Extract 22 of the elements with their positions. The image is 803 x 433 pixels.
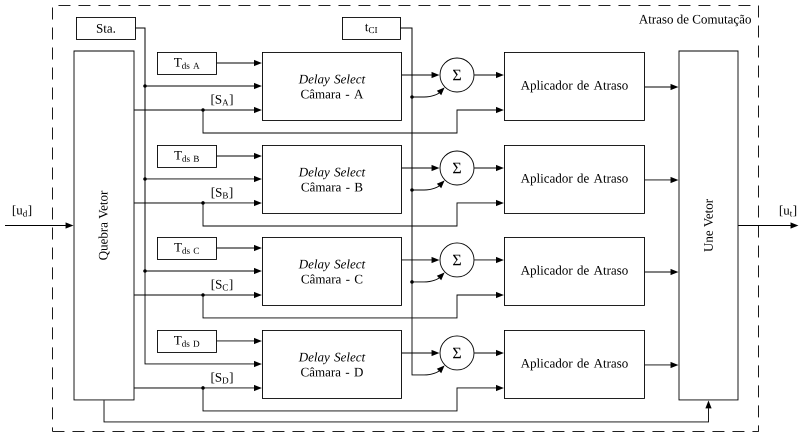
block-box: Aplicador de Atraso bbox=[504, 330, 645, 399]
signal-label: [u$_{t}$] bbox=[780, 206, 796, 216]
edge-label: [S$_{B}$] bbox=[210, 186, 234, 200]
block-box: Quebra Vetor bbox=[74, 50, 134, 400]
signal-label: [u$_{d}$] bbox=[12, 205, 32, 217]
input-box: $\mathrm{T}_{\mathrm{ds\ C}}$ bbox=[157, 237, 217, 260]
block-box: Delay Select Câmara - B bbox=[262, 145, 402, 214]
block-box: Aplicador de Atraso bbox=[504, 237, 645, 306]
input-box: $\mathrm{T}_{\mathrm{ds\ B}}$ bbox=[157, 145, 217, 168]
input-box: $\mathrm{T}_{\mathrm{ds\ D}}$ bbox=[157, 330, 217, 353]
input-box: $\mathrm{T}_{\mathrm{ds\ A}}$ bbox=[157, 52, 217, 75]
block-box: Aplicador de Atraso bbox=[504, 52, 645, 121]
input-box: t$_{CI}$ bbox=[342, 17, 401, 40]
block-box: Une Vetor bbox=[678, 50, 738, 400]
block-box: Delay Select Câmara - D bbox=[262, 330, 402, 399]
edge-label: [S$_{C}$] bbox=[210, 278, 234, 292]
block-box: Aplicador de Atraso bbox=[504, 145, 645, 214]
block-box: Delay Select Câmara - A bbox=[262, 52, 402, 121]
input-box: Sta. bbox=[76, 17, 136, 40]
edge-label: [S$_{A}$] bbox=[210, 94, 234, 106]
edge-label: [S$_{D}$] bbox=[210, 372, 234, 384]
block-box: Delay Select Câmara - C bbox=[262, 237, 402, 306]
